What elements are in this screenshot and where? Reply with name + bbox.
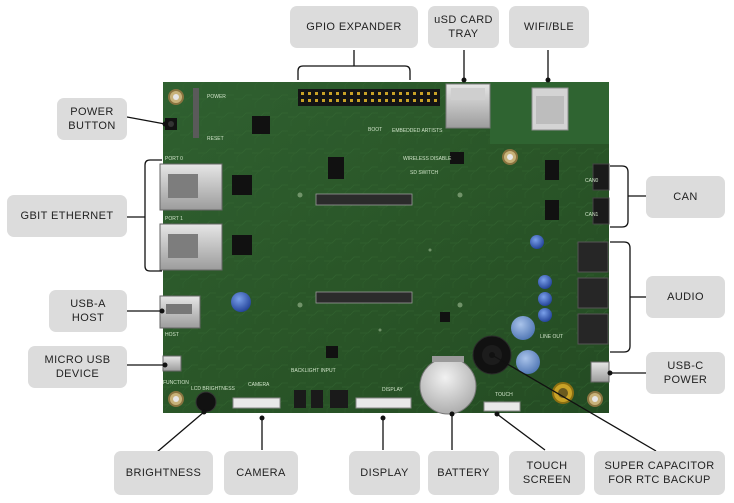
gpio-pin	[336, 99, 339, 102]
callout-gpio-expander: GPIO EXPANDER	[290, 6, 418, 48]
wifi-module	[531, 87, 569, 131]
silk-wireless-disable: WIRELESS DISABLE	[403, 156, 452, 162]
callout-power-button: POWER BUTTON	[57, 98, 127, 140]
gpio-pin	[378, 99, 381, 102]
power-button-component	[165, 88, 199, 138]
audio-bracket	[610, 241, 631, 353]
silk-boot: BOOT	[368, 127, 382, 133]
usb-a-port	[159, 292, 251, 329]
silk-line-out: LINE OUT	[540, 334, 563, 340]
gpio-pin	[392, 99, 395, 102]
silk-lcd-brightness: LCD BRIGHTNESS	[191, 386, 236, 392]
callout-usd-card-tray: uSD CARD TRAY	[428, 6, 499, 48]
leader-dots	[159, 77, 613, 421]
ethernet-ports	[159, 163, 252, 271]
gpio-pin	[357, 92, 360, 95]
silk-port1: PORT 1	[165, 216, 183, 222]
gpio-pin	[406, 99, 409, 102]
gpio-pin	[420, 92, 423, 95]
gpio-pin	[434, 99, 437, 102]
gpio-pin	[427, 92, 430, 95]
callout-super-capacitor: SUPER CAPACITOR FOR RTC BACKUP	[594, 451, 725, 495]
callout-gbit-ethernet: GBIT ETHERNET	[7, 195, 127, 237]
gold-capacitor	[552, 382, 574, 404]
gpio-pin	[315, 92, 318, 95]
silk-host: HOST	[165, 332, 179, 338]
silk-brand: EMBEDDED ARTISTS	[392, 128, 443, 134]
silk-sd-switch: SD SWITCH	[410, 170, 438, 176]
leader-lines	[126, 50, 657, 453]
silk-can1: CAN1	[585, 212, 599, 218]
silk-reset: RESET	[207, 136, 224, 142]
gpio-pin	[301, 99, 304, 102]
callout-wifi-ble: WIFI/BLE	[509, 6, 589, 48]
silk-touch: TOUCH	[495, 392, 513, 398]
gpio-pin	[392, 92, 395, 95]
silk-power: POWER	[207, 94, 226, 100]
audio-jacks	[511, 235, 609, 374]
gpio-pin	[434, 92, 437, 95]
silk-can0: CAN0	[585, 178, 599, 184]
gpio-pin	[385, 99, 388, 102]
gpio-pin	[343, 92, 346, 95]
gpio-pin	[308, 99, 311, 102]
gpio-pin	[399, 99, 402, 102]
gpio-pin	[399, 92, 402, 95]
silk-backlight-input: BACKLIGHT INPUT	[291, 368, 336, 374]
ethernet-bracket	[144, 159, 162, 272]
fpc-connectors	[232, 390, 521, 412]
silk-display: DISPLAY	[382, 387, 403, 393]
gpio-pin	[322, 92, 325, 95]
callout-camera: CAMERA	[224, 451, 298, 495]
gpio-pin	[364, 99, 367, 102]
gpio-bracket	[297, 65, 411, 80]
battery-holder	[419, 356, 477, 415]
can-connectors	[592, 163, 610, 225]
gpio-pin	[364, 92, 367, 95]
usb-c-port	[590, 361, 610, 383]
silk-port0: PORT 0	[165, 156, 183, 162]
ics	[252, 116, 559, 358]
gpio-pin	[406, 92, 409, 95]
gpio-pin	[301, 92, 304, 95]
gpio-pin	[413, 92, 416, 95]
gpio-pin	[336, 92, 339, 95]
gpio-pin	[343, 99, 346, 102]
module-connectors	[315, 193, 413, 304]
pcb-board	[163, 82, 609, 413]
gpio-pin	[420, 99, 423, 102]
gpio-pin	[427, 99, 430, 102]
mounting-holes	[168, 89, 603, 407]
gpio-pin	[357, 99, 360, 102]
gpio-header	[298, 89, 440, 106]
callout-usb-a-host: USB-A HOST	[49, 290, 127, 332]
silk-camera: CAMERA	[248, 382, 270, 388]
gpio-pin	[371, 99, 374, 102]
gpio-pin	[385, 92, 388, 95]
brightness-potentiometer	[195, 391, 217, 413]
callout-can: CAN	[646, 176, 725, 218]
callout-brightness: BRIGHTNESS	[114, 451, 213, 495]
gpio-pin	[378, 92, 381, 95]
gpio-pin	[413, 99, 416, 102]
callout-display: DISPLAY	[349, 451, 420, 495]
callout-audio: AUDIO	[646, 276, 725, 318]
callout-usb-c-power: USB-C POWER	[646, 352, 725, 394]
callout-touch-screen: TOUCH SCREEN	[509, 451, 585, 495]
silk-function: FUNCTION	[163, 380, 189, 386]
gpio-pin	[371, 92, 374, 95]
gpio-pin	[350, 99, 353, 102]
silkscreen: PORT 0 PORT 1 HOST FUNCTION LCD BRIGHTNE…	[163, 94, 599, 398]
gpio-pin	[315, 99, 318, 102]
gpio-pin	[350, 92, 353, 95]
gpio-pin	[329, 92, 332, 95]
callout-battery: BATTERY	[428, 451, 499, 495]
usd-card-tray	[445, 83, 491, 129]
can-bracket	[610, 165, 629, 228]
callout-micro-usb-device: MICRO USB DEVICE	[28, 346, 127, 388]
gpio-pin	[308, 92, 311, 95]
gpio-pin	[322, 99, 325, 102]
gpio-pin	[329, 99, 332, 102]
